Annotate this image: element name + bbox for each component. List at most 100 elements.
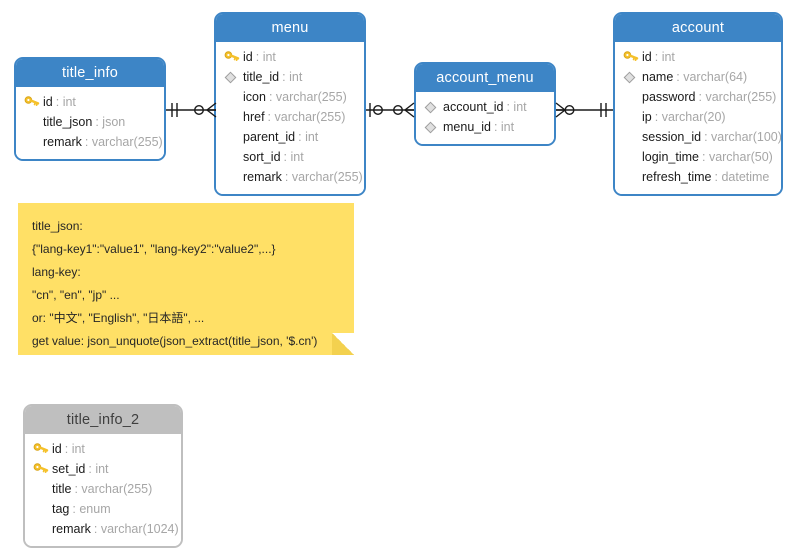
- table-title-info[interactable]: title_info id : int title_json : json re…: [14, 57, 166, 161]
- column-name: session_id: [642, 130, 702, 144]
- relationship-title-info-menu: [166, 102, 217, 118]
- column-type: : varchar(255): [84, 135, 163, 149]
- no-icon: [623, 149, 642, 165]
- table-menu[interactable]: menu id : int title_id : int icon : varc…: [214, 12, 366, 196]
- column-row[interactable]: menu_id : int: [416, 117, 554, 137]
- column-row[interactable]: remark : varchar(1024): [25, 519, 181, 539]
- note-line: lang-key:: [32, 265, 81, 279]
- key-icon: [623, 49, 642, 65]
- column-row[interactable]: title_id : int: [216, 67, 364, 87]
- column-name: parent_id: [243, 130, 296, 144]
- no-icon: [24, 134, 43, 150]
- column-row[interactable]: parent_id : int: [216, 127, 364, 147]
- no-icon: [33, 481, 52, 497]
- column-name: login_time: [642, 150, 699, 164]
- column-type: : int: [298, 130, 319, 144]
- column-type: : int: [283, 150, 304, 164]
- column-row[interactable]: refresh_time : datetime: [615, 167, 781, 187]
- column-type: : varchar(255): [74, 482, 153, 496]
- no-icon: [224, 109, 243, 125]
- key-icon: [24, 94, 43, 110]
- column-row[interactable]: set_id : int: [25, 459, 181, 479]
- relationship-account-menu-account: [555, 102, 613, 118]
- column-type: : int: [64, 442, 85, 456]
- table-menu-columns: id : int title_id : int icon : varchar(2…: [216, 42, 364, 194]
- column-type: : varchar(50): [701, 150, 773, 164]
- column-name: tag: [52, 502, 70, 516]
- column-type: : datetime: [714, 170, 770, 184]
- column-row[interactable]: remark : varchar(255): [16, 132, 164, 152]
- table-account-menu-columns: account_id : int menu_id : int: [416, 92, 554, 144]
- column-row[interactable]: remark : varchar(255): [216, 167, 364, 187]
- column-row[interactable]: account_id : int: [416, 97, 554, 117]
- column-name: name: [642, 70, 674, 84]
- column-name: account_id: [443, 100, 504, 114]
- column-row[interactable]: id : int: [25, 439, 181, 459]
- column-type: : enum: [72, 502, 111, 516]
- column-name: title: [52, 482, 72, 496]
- no-icon: [224, 129, 243, 145]
- key-icon: [33, 441, 52, 457]
- table-title-info-columns: id : int title_json : json remark : varc…: [16, 87, 164, 159]
- no-icon: [224, 149, 243, 165]
- column-name: id: [243, 50, 253, 64]
- table-account-menu[interactable]: account_menu account_id : int menu_id : …: [414, 62, 556, 146]
- column-type: : varchar(255): [284, 170, 363, 184]
- note-line: {"lang-key1":"value1", "lang-key2":"valu…: [32, 242, 276, 256]
- column-row[interactable]: tag : enum: [25, 499, 181, 519]
- column-row[interactable]: title_json : json: [16, 112, 164, 132]
- table-account[interactable]: account id : int name : varchar(64) pass…: [613, 12, 783, 196]
- column-type: : json: [95, 115, 126, 129]
- key-icon: [224, 49, 243, 65]
- table-account-header: account: [615, 14, 781, 42]
- column-name: id: [43, 95, 53, 109]
- column-name: id: [52, 442, 62, 456]
- column-name: set_id: [52, 462, 86, 476]
- column-row[interactable]: title : varchar(255): [25, 479, 181, 499]
- no-icon: [623, 129, 642, 145]
- column-row[interactable]: session_id : varchar(100): [615, 127, 781, 147]
- table-title-info-2-header: title_info_2: [25, 406, 181, 434]
- no-icon: [224, 169, 243, 185]
- note-fold-corner: [332, 333, 354, 355]
- column-row[interactable]: name : varchar(64): [615, 67, 781, 87]
- column-row[interactable]: icon : varchar(255): [216, 87, 364, 107]
- column-row[interactable]: id : int: [16, 92, 164, 112]
- column-type: : int: [506, 100, 527, 114]
- table-title-info-2-columns: id : int set_id : int title : varchar(25…: [25, 434, 181, 546]
- column-name: menu_id: [443, 120, 491, 134]
- table-title-info-2[interactable]: title_info_2 id : int set_id : int title…: [23, 404, 183, 548]
- column-name: refresh_time: [642, 170, 712, 184]
- column-type: : int: [88, 462, 109, 476]
- column-row[interactable]: id : int: [615, 47, 781, 67]
- column-row[interactable]: login_time : varchar(50): [615, 147, 781, 167]
- column-row[interactable]: ip : varchar(20): [615, 107, 781, 127]
- column-type: : varchar(1024): [93, 522, 179, 536]
- column-type: : varchar(64): [676, 70, 748, 84]
- column-row[interactable]: password : varchar(255): [615, 87, 781, 107]
- column-name: icon: [243, 90, 266, 104]
- column-name: ip: [642, 110, 652, 124]
- diamond-icon: [623, 69, 642, 85]
- note-line: "cn", "en", "jp" ...: [32, 288, 120, 302]
- note-line: or: "中文", "English", "日本語", ...: [32, 311, 205, 325]
- column-row[interactable]: sort_id : int: [216, 147, 364, 167]
- column-type: : int: [55, 95, 76, 109]
- table-menu-header: menu: [216, 14, 364, 42]
- column-name: sort_id: [243, 150, 281, 164]
- diamond-icon: [424, 119, 443, 135]
- column-type: : int: [282, 70, 303, 84]
- column-row[interactable]: id : int: [216, 47, 364, 67]
- diamond-icon: [424, 99, 443, 115]
- column-row[interactable]: href : varchar(255): [216, 107, 364, 127]
- note-title-json[interactable]: title_json: {"lang-key1":"value1", "lang…: [18, 203, 354, 355]
- no-icon: [623, 89, 642, 105]
- no-icon: [24, 114, 43, 130]
- column-type: : varchar(255): [698, 90, 777, 104]
- no-icon: [33, 501, 52, 517]
- key-icon: [33, 461, 52, 477]
- table-account-menu-header: account_menu: [416, 64, 554, 92]
- column-name: title_json: [43, 115, 93, 129]
- column-name: id: [642, 50, 652, 64]
- no-icon: [224, 89, 243, 105]
